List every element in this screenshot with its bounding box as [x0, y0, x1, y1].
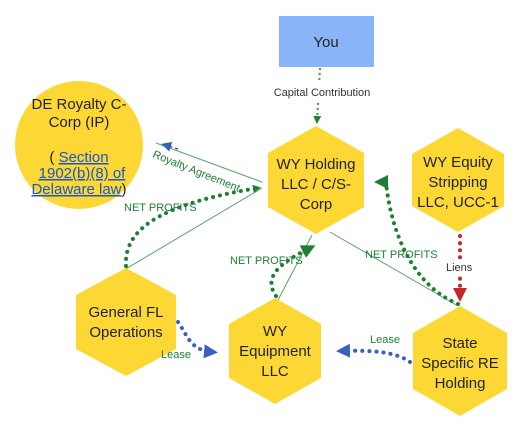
node-de-royalty[interactable]: DE Royalty C- Corp (IP) ( Section 1902(b… — [15, 81, 143, 209]
wy-holding-line3: Corp — [300, 196, 333, 213]
net-profits-re-arrow — [374, 175, 460, 306]
node-wy-equipment[interactable]: WY Equipment LLC — [229, 298, 321, 404]
general-fl-line2: Operations — [89, 324, 162, 341]
node-you[interactable]: You — [279, 16, 374, 67]
net-profits-fl-label: NET PROFITS — [124, 202, 197, 214]
net-profits-fl-arrow — [123, 184, 261, 268]
wy-holding-line2: LLC / C/S- — [281, 176, 351, 193]
lease-re-label: Lease — [370, 334, 400, 346]
state-re-line1: State — [442, 335, 477, 352]
net-profits-equip-arrow — [269, 245, 316, 298]
fl-to-holding-thin-line — [123, 187, 263, 271]
de-royalty-line1: DE Royalty C- — [31, 96, 126, 113]
de-royalty-line2: Corp (IP) — [49, 114, 110, 131]
wy-equipment-line1: WY — [263, 323, 287, 340]
general-fl-line1: General FL — [88, 304, 163, 321]
section-link-part3[interactable]: Delaware law — [31, 181, 121, 198]
royalty-label: Royalty Agreement — [151, 149, 242, 195]
section-link-part1[interactable]: Section — [59, 149, 109, 166]
net-profits-equip-label: NET PROFITS — [230, 255, 303, 267]
wy-equity-line3: LLC, UCC-1 — [417, 194, 499, 211]
node-general-fl[interactable]: General FL Operations — [76, 268, 176, 376]
de-royalty-line5: Delaware law) — [31, 181, 126, 198]
wy-equipment-line3: LLC — [261, 363, 289, 380]
node-wy-holding[interactable]: WY Holding LLC / C/S- Corp — [268, 126, 364, 234]
lease-fl-label: Lease — [161, 349, 191, 361]
wy-equipment-line2: Equipment — [239, 343, 312, 360]
state-re-line3: Holding — [435, 375, 486, 392]
equip-to-holding-thin-line — [277, 234, 313, 301]
wy-equity-line2: Stripping — [428, 174, 487, 191]
section-link-part2[interactable]: 1902(b)(8) of — [39, 165, 127, 182]
node-wy-equity[interactable]: WY Equity Stripping LLC, UCC-1 — [412, 128, 504, 232]
state-re-line2: Specific RE — [421, 355, 499, 372]
lease-fl-arrow — [176, 320, 218, 359]
wy-holding-line1: WY Holding — [277, 156, 356, 173]
node-state-re[interactable]: State Specific RE Holding — [413, 306, 507, 416]
capital-label: Capital Contribution — [274, 87, 371, 99]
re-to-holding-thin-line — [329, 231, 459, 307]
lease-re-arrow — [336, 343, 412, 364]
net-profits-re-label: NET PROFITS — [365, 249, 438, 261]
royalty-thin-line — [155, 142, 263, 183]
royalty-dashed-line — [161, 141, 179, 152]
wy-equity-line1: WY Equity — [423, 154, 493, 171]
liens-label: Liens — [446, 262, 473, 274]
node-you-label: You — [313, 34, 338, 51]
de-royalty-line3: ( Section — [49, 149, 108, 166]
